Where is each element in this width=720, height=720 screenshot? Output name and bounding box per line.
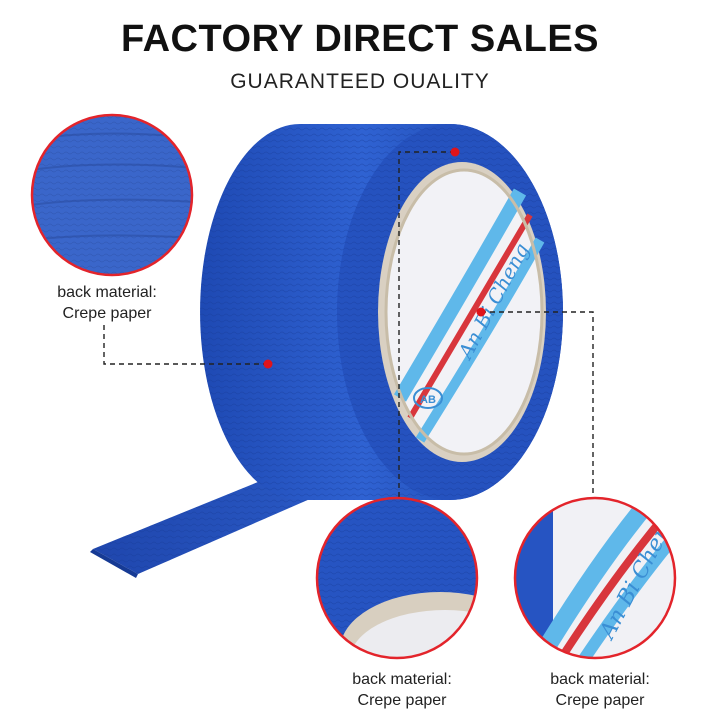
callout-label-left: back material: Crepe paper	[38, 282, 176, 324]
page-subtitle: GUARANTEED OUALITY	[230, 70, 490, 93]
callout-line2: Crepe paper	[357, 692, 447, 709]
callout-line2: Crepe paper	[62, 305, 152, 322]
zoom-circle-printed-core: An Bi Cheng	[513, 496, 677, 660]
callout-label-center: back material: Crepe paper	[333, 669, 471, 711]
zoom-circle-crepe-texture	[30, 113, 194, 277]
callout-line1: back material:	[352, 671, 452, 688]
tape-roll: An Bi Cheng AB	[200, 124, 563, 500]
callout-line1: back material:	[57, 284, 157, 301]
leader-lines	[103, 151, 594, 498]
marker-dot	[263, 359, 273, 369]
callout-label-right: back material: Crepe paper	[531, 669, 669, 711]
marker-dot	[476, 307, 486, 317]
callout-line2: Crepe paper	[555, 692, 645, 709]
svg-text:AB: AB	[420, 394, 436, 406]
callout-line1: back material:	[550, 671, 650, 688]
core-stripes	[393, 188, 545, 443]
marker-dot	[450, 147, 460, 157]
page-title: FACTORY DIRECT SALES	[120, 18, 600, 60]
ab-logo-icon: AB	[413, 387, 443, 409]
marker-dots	[263, 147, 486, 369]
